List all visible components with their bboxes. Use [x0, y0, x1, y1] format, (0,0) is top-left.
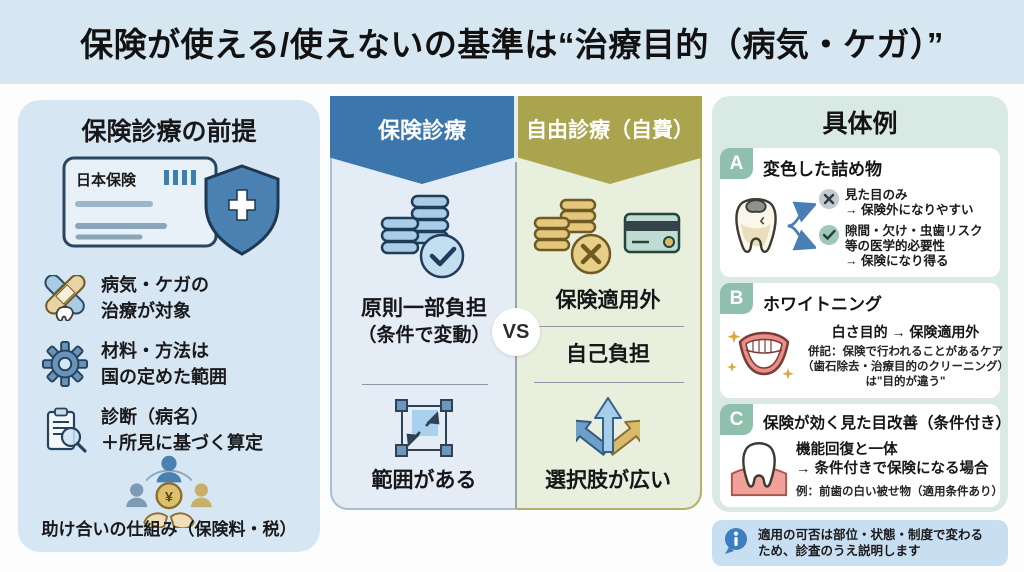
info-icon — [722, 526, 750, 561]
insurance-ribbon-label: 保険診療 — [377, 118, 466, 143]
divider — [534, 326, 684, 327]
page-title: 保険が使える/使えないの基準は“治療目的（病気・ケガ）” — [80, 26, 944, 63]
branch-arrows-icon — [566, 394, 650, 463]
premise-item-text: 病気・ケガの — [101, 275, 209, 295]
premise-item-treatment: 病気・ケガの 治療が対象 — [42, 272, 209, 324]
divider — [534, 382, 684, 383]
header-band: 保険が使える/使えないの基準は“治療目的（病気・ケガ）” — [0, 0, 1024, 84]
x-circle-icon — [819, 189, 839, 209]
example-b-title: ホワイトニング — [763, 295, 882, 314]
premise-item-text: 治療が対象 — [101, 301, 191, 321]
insurance-cost-text: 原則一部負担 — [361, 297, 487, 320]
example-a-title: 変色した詰め物 — [763, 160, 882, 179]
premise-item-text: 診断（病名） — [101, 407, 209, 427]
premise-item-diagnosis: 診断（病名） ＋所見に基づく算定 — [42, 404, 263, 456]
divider — [362, 384, 488, 385]
premise-panel: 保険診療の前提 日本保険 — [18, 100, 320, 552]
coins-check-icon — [374, 192, 474, 289]
result-text-line: 等の医学的必要性 — [845, 239, 946, 253]
example-card-a: A 変色した詰め物 — [720, 148, 1000, 277]
insurance-cost-note: （条件で変動） — [357, 325, 491, 346]
premise-item-materials: 材料・方法は 国の定めた範囲 — [42, 338, 227, 390]
free-cost-text: 自己負担 — [566, 343, 650, 366]
cross-icon — [228, 189, 256, 221]
badge-c: C — [720, 404, 753, 435]
free-ribbon: 自由診療（自費） — [518, 96, 702, 184]
clipboard-search-icon — [42, 407, 88, 453]
premise-item-text: 材料・方法は — [101, 341, 209, 361]
credit-card-icon — [623, 212, 681, 254]
example-b-note-line: は"目的が違う" — [865, 375, 946, 388]
result-covered: 隙間・欠け・虫歯リスク 等の医学的必要性 → 保険になり得る — [818, 224, 983, 269]
examples-panel: 具体例 A 変色した詰め物 — [712, 96, 1011, 512]
example-c-title: 保険が効く見た目改善（条件付き） — [763, 415, 1012, 432]
free-ribbon-label: 自由診療（自費） — [526, 119, 694, 142]
smile-sparkle-icon — [726, 320, 798, 391]
example-c-main-line: 機能回復と一体 — [796, 441, 898, 458]
badge-b: B — [720, 283, 753, 314]
result-text-line: → 保険になり得る — [845, 254, 949, 268]
example-card-b: B ホワイトニング — [720, 283, 1009, 398]
gear-icon — [42, 341, 88, 387]
example-b-note-line: 併記：保険で行われることがあるケア — [808, 345, 1003, 358]
selection-range-icon — [392, 396, 456, 465]
yen-symbol: ¥ — [165, 489, 173, 505]
bandages-tooth-icon — [42, 274, 88, 322]
insurance-card-icon: 日本保険 — [52, 152, 286, 269]
comparison-panel: 原則一部負担 （条件で変動） — [330, 96, 702, 510]
example-card-c: C 保険が効く見た目改善（条件付き） 機能回復と一体 → 条件付きで保険になる場… — [720, 404, 1011, 507]
free-choice-text: 選択肢が広い — [545, 469, 671, 492]
check-circle-icon — [819, 225, 839, 245]
insurance-card-label: 日本保険 — [76, 171, 137, 189]
free-coverage-text: 保険適用外 — [555, 289, 661, 312]
result-text-line: 隙間・欠け・虫歯リスク — [845, 224, 983, 238]
insurance-scope-text: 範囲がある — [371, 469, 477, 492]
coins-x-card-icon — [533, 198, 683, 289]
footnote: 適用の可否は部位・状態・制度で変わる ため、診査のうえ説明します — [712, 520, 1008, 566]
vs-badge: VS — [492, 308, 540, 356]
result-text-line: → 保険外になりやすい — [845, 203, 974, 217]
premise-item-text: 国の定めた範囲 — [101, 367, 227, 387]
premise-footer: 助け合いの仕組み（保険料・税） — [41, 520, 297, 539]
footnote-line: ため、診査のうえ説明します — [758, 544, 921, 558]
tooth-gum-icon — [728, 436, 790, 503]
result-text-line: 見た目のみ — [845, 188, 908, 202]
result-not-covered: 見た目のみ → 保険外になりやすい — [818, 188, 983, 218]
example-b-main: 白さ目的 → 保険適用外 — [831, 323, 980, 340]
premise-heading: 保険診療の前提 — [81, 118, 257, 146]
insurance-ribbon: 保険診療 — [330, 96, 514, 184]
discolored-tooth-icon — [728, 193, 784, 264]
branch-split-icon — [786, 196, 818, 261]
example-c-note: 例：前歯の白い被せ物（適用条件あり） — [796, 485, 1003, 498]
examples-heading: 具体例 — [822, 110, 898, 138]
example-c-main-line: → 条件付きで保険になる場合 — [796, 460, 989, 477]
mutual-aid-icon: ¥ — [109, 452, 229, 533]
footnote-line: 適用の可否は部位・状態・制度で変わる — [758, 528, 984, 542]
badge-a: A — [720, 148, 753, 179]
example-b-note-line: （歯石除去・治療目的のクリーニング） — [802, 360, 1009, 373]
premise-item-text: ＋所見に基づく算定 — [101, 433, 263, 453]
